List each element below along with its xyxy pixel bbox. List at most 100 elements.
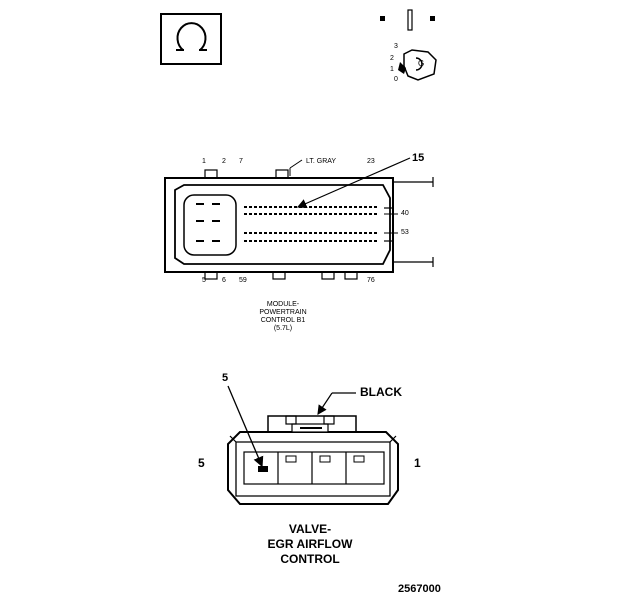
pcm-pin-cavity bbox=[274, 232, 277, 234]
pcm-pin-cavity bbox=[254, 213, 257, 215]
egr-pointer-pin-label: 5 bbox=[222, 372, 229, 384]
pcm-pin-cavity bbox=[354, 232, 357, 234]
pcm-pin-cavity bbox=[299, 213, 302, 215]
pcm-pin-cavity bbox=[354, 240, 357, 242]
pcm-connector-housing bbox=[164, 169, 434, 280]
pcm-pin-cavity bbox=[309, 240, 312, 242]
pcm-pin-cavity bbox=[349, 240, 352, 242]
pcm-pin-cavity bbox=[364, 206, 367, 208]
pcm-pin-cavity bbox=[299, 232, 302, 234]
egr-caption: VALVE- EGR AIRFLOW CONTROL bbox=[250, 522, 370, 567]
pcm-pin-cavity bbox=[264, 213, 267, 215]
pcm-pin-cavity bbox=[354, 213, 357, 215]
pcm-pin-cavity bbox=[259, 206, 262, 208]
pcm-pin-cavity bbox=[344, 240, 347, 242]
pcm-pin-cavity bbox=[334, 213, 337, 215]
pcm-pin-cavity bbox=[329, 232, 332, 234]
pcm-pin-cavity bbox=[344, 232, 347, 234]
pcm-pin-cavity bbox=[319, 240, 322, 242]
pcm-pin-cavity bbox=[319, 213, 322, 215]
pcm-pin-label-23: 23 bbox=[367, 158, 375, 165]
pcm-pin-cavity bbox=[364, 213, 367, 215]
pcm-pin-cavity bbox=[369, 206, 372, 208]
egr-connector-housing bbox=[227, 415, 399, 505]
pcm-pin-cavity bbox=[369, 232, 372, 234]
pcm-pin-cavity bbox=[324, 232, 327, 234]
pcm-pin-cavity bbox=[244, 232, 247, 234]
pcm-pin-cavity bbox=[269, 232, 272, 234]
pcm-pin-cavity bbox=[244, 206, 247, 208]
pcm-pin-cavity bbox=[359, 206, 362, 208]
pcm-pin-cavity bbox=[284, 206, 287, 208]
pcm-pin-cavity bbox=[374, 232, 377, 234]
terminal-omega-icon bbox=[160, 13, 222, 65]
pcm-pin-cavity bbox=[299, 240, 302, 242]
pcm-pin-cavity bbox=[254, 232, 257, 234]
egr-pin-5-pointer bbox=[227, 385, 264, 468]
pcm-pin-cavity bbox=[324, 213, 327, 215]
pcm-left-cavity bbox=[212, 220, 220, 222]
pcm-pin-label-40: 40 bbox=[401, 210, 409, 217]
pcm-pin-cavity bbox=[289, 232, 292, 234]
key-position-icon bbox=[398, 49, 437, 81]
pcm-pin-label-59: 59 bbox=[239, 277, 247, 284]
egr-caption-line-3: CONTROL bbox=[280, 552, 340, 566]
pcm-pin-cavity bbox=[274, 206, 277, 208]
pcm-pin-cavity bbox=[374, 206, 377, 208]
pcm-pin-cavity bbox=[294, 232, 297, 234]
pcm-pin-cavity bbox=[284, 213, 287, 215]
pcm-pin-cavity bbox=[289, 213, 292, 215]
pcm-pin-cavity bbox=[334, 232, 337, 234]
pcm-pin-cavity bbox=[369, 213, 372, 215]
pin-15-pointer bbox=[296, 157, 411, 209]
color-label-leader-2 bbox=[289, 159, 303, 169]
key-position-1: 1 bbox=[390, 66, 394, 73]
pcm-pin-cavity bbox=[254, 206, 257, 208]
pcm-pin-cavity bbox=[339, 240, 342, 242]
pcm-pin-cavity bbox=[294, 206, 297, 208]
pcm-pin-cavity bbox=[284, 240, 287, 242]
pcm-pin-cavity bbox=[294, 240, 297, 242]
pcm-pin-cavity bbox=[264, 232, 267, 234]
pcm-pin-cavity bbox=[289, 206, 292, 208]
pcm-pin-cavity bbox=[309, 206, 312, 208]
pcm-pin-cavity bbox=[314, 232, 317, 234]
pcm-pin-cavity bbox=[309, 232, 312, 234]
pcm-pin-cavity bbox=[249, 240, 252, 242]
pin-terminal-icon bbox=[380, 9, 435, 31]
pcm-caption-line-1: MODULE- bbox=[266, 301, 300, 308]
pcm-pin-cavity bbox=[259, 232, 262, 234]
pcm-pin-cavity bbox=[344, 206, 347, 208]
pcm-pin-cavity bbox=[249, 232, 252, 234]
key-letter: G bbox=[418, 59, 425, 68]
black-label-pointer bbox=[317, 392, 333, 415]
pcm-pin-cavity bbox=[329, 240, 332, 242]
pcm-pin-cavity bbox=[259, 240, 262, 242]
pcm-pin-label-53: 53 bbox=[401, 229, 409, 236]
egr-pin-label-5: 5 bbox=[198, 456, 205, 470]
pcm-pin-cavity bbox=[334, 206, 337, 208]
pcm-pin-cavity bbox=[374, 213, 377, 215]
pcm-pin-cavity bbox=[319, 232, 322, 234]
pcm-pin-label-6: 6 bbox=[222, 277, 226, 284]
pcm-pin-cavity bbox=[359, 213, 362, 215]
pcm-pin-cavity bbox=[244, 213, 247, 215]
pcm-pin-cavity bbox=[249, 213, 252, 215]
pcm-color-label: LT. GRAY bbox=[306, 158, 337, 165]
pcm-pin-cavity bbox=[254, 240, 257, 242]
pcm-caption-line-3: CONTROL B1 bbox=[260, 317, 306, 324]
pcm-pin-cavity bbox=[304, 213, 307, 215]
pcm-pin-label-1: 1 bbox=[202, 158, 206, 165]
pcm-pin-cavity bbox=[314, 213, 317, 215]
pcm-pin-cavity bbox=[344, 213, 347, 215]
pcm-caption-line-2: POWERTRAIN bbox=[259, 309, 307, 316]
egr-caption-line-2: EGR AIRFLOW bbox=[267, 537, 353, 551]
pcm-pin-cavity bbox=[359, 240, 362, 242]
pcm-pin-label-7: 7 bbox=[239, 158, 243, 165]
pcm-pin-cavity bbox=[269, 206, 272, 208]
pcm-pin-cavity bbox=[349, 213, 352, 215]
pcm-pin-cavity bbox=[284, 232, 287, 234]
pcm-pointer-pin-label: 15 bbox=[412, 152, 425, 164]
pcm-left-cavity bbox=[196, 203, 204, 205]
